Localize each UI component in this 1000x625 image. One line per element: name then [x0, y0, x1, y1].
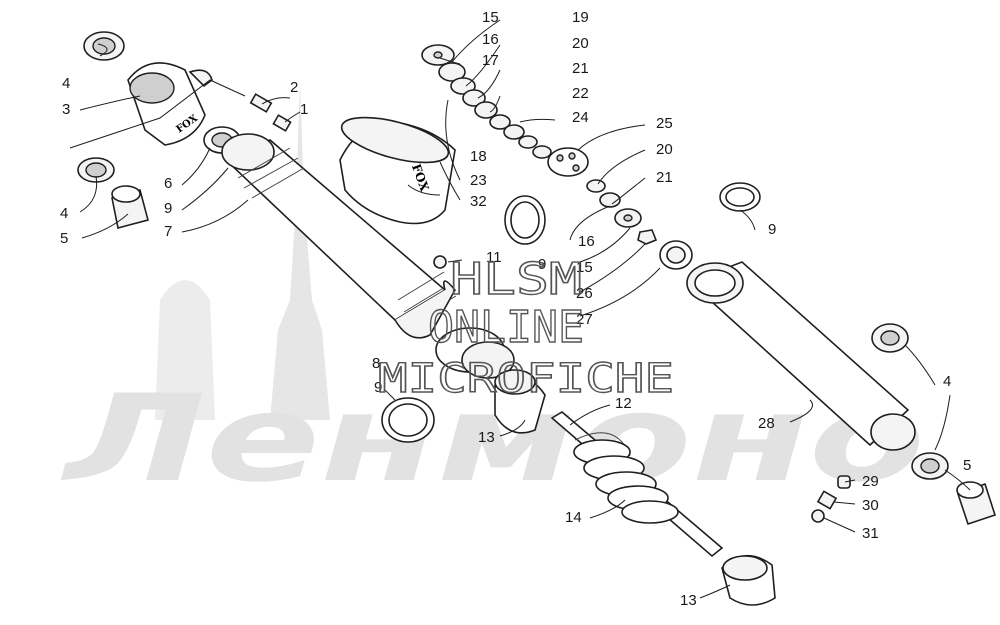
callout-21: 21 — [656, 169, 673, 186]
callout-20: 20 — [656, 141, 673, 158]
left-shock-body — [203, 126, 457, 339]
callout-15: 15 — [576, 259, 593, 276]
callout-2: 2 — [290, 79, 298, 96]
callout-16: 16 — [482, 31, 499, 48]
spire-silhouette — [270, 80, 330, 420]
callout-4: 4 — [943, 373, 951, 390]
callout-12: 12 — [615, 395, 632, 412]
callout-11: 11 — [486, 249, 502, 266]
callout-15: 15 — [482, 9, 499, 26]
callout-9: 9 — [374, 379, 382, 396]
callout-25: 25 — [656, 115, 673, 132]
callout-30: 30 — [862, 497, 879, 514]
shaft-spring — [550, 411, 776, 606]
callout-8: 8 — [372, 355, 380, 372]
bleed-valve — [249, 93, 273, 113]
callout-32: 32 — [470, 193, 487, 210]
brand-watermark-text: Ленмоно — [61, 370, 925, 509]
callout-16: 16 — [578, 233, 595, 250]
callout-14: 14 — [565, 509, 582, 526]
callout-5: 5 — [60, 230, 68, 247]
callout-13: 13 — [680, 592, 697, 609]
callout-19: 19 — [572, 9, 589, 26]
watermark-hlsm: HLSM — [450, 254, 582, 305]
dome-silhouette — [155, 280, 215, 420]
body-lower-end — [394, 280, 456, 339]
callout-4: 4 — [60, 205, 68, 222]
eye-hole — [129, 72, 175, 104]
reservoir-cap: FOX — [339, 116, 456, 225]
upper-eye-group: FOX — [69, 31, 292, 229]
callout-5: 5 — [963, 457, 971, 474]
callout-31: 31 — [862, 525, 879, 542]
right-reservoir-body — [686, 261, 916, 451]
washer-stack — [421, 44, 693, 270]
callout-24: 24 — [572, 109, 589, 126]
callout-6: 6 — [164, 175, 172, 192]
callout-labels: 1 2 3 4 4 4 5 5 6 7 8 9 9 9 9 11 12 13 1… — [60, 9, 971, 609]
callout-9: 9 — [538, 256, 546, 273]
callout-1: 1 — [300, 101, 308, 118]
callout-4: 4 — [62, 75, 70, 92]
valve-cap — [272, 114, 292, 132]
hlsm-watermark: HLSM ONLINE MICROFICHE — [377, 253, 674, 402]
callout-3: 3 — [62, 101, 70, 118]
callout-23: 23 — [470, 172, 487, 189]
callout-21: 21 — [572, 60, 589, 77]
sleeve-left-end — [111, 185, 141, 203]
callout-22: 22 — [572, 85, 589, 102]
callout-26: 26 — [576, 285, 593, 302]
leader-lines — [79, 19, 971, 599]
callout-7: 7 — [164, 223, 172, 240]
callout-28: 28 — [758, 415, 775, 432]
callout-13: 13 — [478, 429, 495, 446]
callout-20: 20 — [572, 35, 589, 52]
piston — [547, 147, 589, 177]
brand-watermark: Ленмоно — [61, 80, 925, 509]
callout-17: 17 — [482, 52, 499, 69]
base-valve — [433, 255, 546, 434]
callout-29: 29 — [862, 473, 879, 490]
nut-26 — [637, 229, 658, 245]
body-top-ring — [221, 133, 275, 171]
right-eye-parts — [811, 323, 997, 526]
eye-boss — [188, 69, 213, 88]
callout-18: 18 — [470, 148, 487, 165]
watermark-online: ONLINE — [428, 302, 584, 353]
callout-27: 27 — [576, 311, 593, 328]
callout-9: 9 — [768, 221, 776, 238]
callout-9: 9 — [164, 200, 172, 217]
bushing-lower-hole — [85, 162, 107, 178]
watermark-microfiche: MICROFICHE — [378, 356, 674, 402]
